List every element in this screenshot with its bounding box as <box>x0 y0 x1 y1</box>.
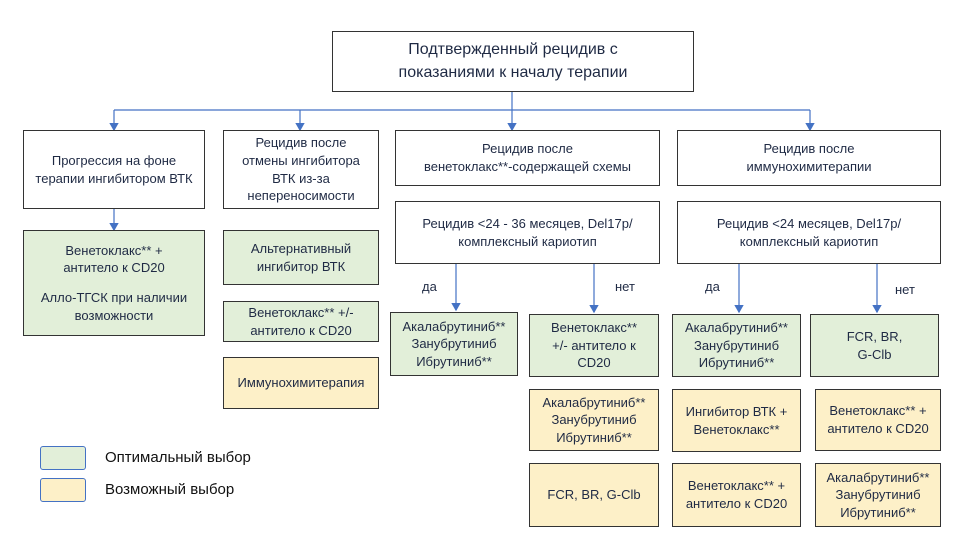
option-ven-yes-line-1: Акалабрутиниб** <box>402 318 506 334</box>
option-imm-yes1-line-2: Занубрутиниб <box>693 337 780 353</box>
legend-swatch-optimal <box>40 446 86 470</box>
option-int2-line-1: Венетоклакс** +/- <box>248 304 354 320</box>
option-ven-no1-line-3: CD20 <box>577 355 611 371</box>
root-line-1: Подтвержденный рецидив с <box>408 41 618 59</box>
option-venetoclax-yes-btk: Акалабрутиниб** Занубрутиниб Ибрутиниб** <box>390 312 518 376</box>
branch-progression-line-1: Прогрессия на фоне <box>51 152 177 168</box>
option-ven-no2-line-2: Занубрутиниб <box>551 412 637 428</box>
branch-progression: Прогрессия на фоне терапии ингибитором В… <box>23 130 205 209</box>
label-immunochemo-yes: да <box>705 279 720 294</box>
option-ven-yes-line-3: Ибрутиниб** <box>416 353 492 369</box>
option-int1-line-2: ингибитор ВТК <box>256 258 346 274</box>
option-imm-no3-line-1: Акалабрутиниб** <box>826 469 930 485</box>
criteria-venetoclax: Рецидив <24 - 36 месяцев, Del17p/ компле… <box>395 201 660 264</box>
criteria-immunochemo: Рецидив <24 месяцев, Del17p/ комплексный… <box>677 201 941 264</box>
option-intolerance-alt-btk: Альтернативный ингибитор ВТК <box>223 230 379 285</box>
option-imm-yes3-line-1: Венетоклакс** + <box>687 478 786 494</box>
option-venetoclax-no-btk: Акалабрутиниб** Занубрутиниб Ибрутиниб** <box>529 389 659 451</box>
criteria-venetoclax-line-2: комплексный кариотип <box>458 233 597 249</box>
branch-immunochemo-line-1: Рецидив после <box>763 141 855 157</box>
option-immunochemo-no-btk: Акалабрутиниб** Занубрутиниб Ибрутиниб** <box>815 463 941 527</box>
option-imm-no3-line-2: Занубрутиниб <box>835 487 921 503</box>
root-node: Подтвержденный рецидив с показаниями к н… <box>332 31 694 92</box>
option-imm-yes1-line-3: Ибрутиниб** <box>698 355 775 371</box>
option-imm-yes1-line-1: Акалабрутиниб** <box>685 320 788 336</box>
option-imm-yes2-line-1: Ингибитор ВТК + <box>685 403 788 419</box>
legend-label-optimal: Оптимальный выбор <box>105 449 251 466</box>
branch-immunochemo-line-2: иммунохимитерапии <box>746 159 872 174</box>
option-ven-no2-line-1: Акалабрутиниб** <box>542 394 646 410</box>
option-immunochemo-yes-btk-venetoclax: Ингибитор ВТК + Венетоклакс** <box>672 389 801 452</box>
branch-venetoclax-line-2: венетоклакс**-содержащей схемы <box>423 159 632 174</box>
branch-intolerance: Рецидив после отмены ингибитора ВТК из-з… <box>223 130 379 209</box>
option-imm-no2-line-1: Венетоклакс** + <box>829 403 927 419</box>
option-ven-no1-line-2: +/- антитело к <box>552 337 636 353</box>
branch-progression-line-2: терапии ингибитором ВТК <box>35 170 193 186</box>
option-imm-yes2-line-2: Венетоклакс** <box>693 421 780 437</box>
option-progression-line-2: антитело к CD20 <box>63 260 165 276</box>
branch-venetoclax-line-1: Рецидив после <box>482 141 573 157</box>
label-immunochemo-no: нет <box>895 282 915 297</box>
option-int1-line-1: Альтернативный <box>250 240 352 256</box>
branch-intolerance-line-2: отмены ингибитора <box>242 152 360 168</box>
criteria-immunochemo-line-1: Рецидив <24 месяцев, Del17p/ <box>716 215 902 231</box>
branch-immunochemo: Рецидив после иммунохимитерапии <box>677 130 941 186</box>
option-ven-no1-line-1: Венетоклакс** <box>550 320 638 336</box>
option-immunochemo-yes-btk: Акалабрутиниб** Занубрутиниб Ибрутиниб** <box>672 314 801 377</box>
option-intolerance-venetoclax: Венетоклакс** +/- антитело к CD20 <box>223 301 379 342</box>
option-immunochemo-no-fcr: FCR, BR, G-Clb <box>810 314 939 377</box>
option-venetoclax-no-fcr: FCR, BR, G-Clb <box>529 463 659 527</box>
root-line-2: показаниями к началу терапии <box>398 63 628 81</box>
option-progression-line-1: Венетоклакс** + <box>65 242 163 258</box>
option-imm-no1-line-2: G-Clb <box>857 346 892 362</box>
label-venetoclax-no: нет <box>615 279 635 294</box>
label-venetoclax-yes: да <box>422 279 437 294</box>
option-progression-line-3: Алло-ТГСК при наличии <box>40 290 188 305</box>
option-imm-no3-line-3: Ибрутиниб** <box>840 504 916 520</box>
legend-label-possible: Возможный выбор <box>105 481 235 498</box>
option-intolerance-immunochemo: Иммунохимитерапия <box>223 357 379 409</box>
option-venetoclax-no-venetoclax: Венетоклакс** +/- антитело к CD20 <box>529 314 659 377</box>
option-immunochemo-no-venetoclax: Венетоклакс** + антитело к CD20 <box>815 389 941 451</box>
criteria-venetoclax-line-1: Рецидив <24 - 36 месяцев, Del17p/ <box>422 215 633 231</box>
option-imm-no2-line-2: антитело к CD20 <box>827 421 929 436</box>
option-int2-line-2: антитело к CD20 <box>250 322 352 338</box>
branch-intolerance-line-4: непереносимости <box>247 188 355 204</box>
branch-venetoclax: Рецидив после венетоклакс**-содержащей с… <box>395 130 660 186</box>
branch-intolerance-line-1: Рецидив после <box>255 135 347 151</box>
option-int3-line-1: Иммунохимитерапия <box>237 375 365 391</box>
option-ven-yes-line-2: Занубрутиниб <box>411 336 497 352</box>
option-progression-venetoclax: Венетоклакс** + антитело к CD20 Алло-ТГС… <box>23 230 205 336</box>
option-immunochemo-yes-venetoclax: Венетоклакс** + антитело к CD20 <box>672 463 801 527</box>
criteria-immunochemo-line-2: комплексный кариотип <box>739 233 879 249</box>
option-imm-yes3-line-2: антитело к CD20 <box>685 496 788 511</box>
option-imm-no1-line-1: FCR, BR, <box>846 328 903 344</box>
option-ven-no2-line-3: Ибрутиниб** <box>556 429 632 445</box>
option-ven-no3-line-1: FCR, BR, G-Clb <box>547 487 641 503</box>
branch-intolerance-line-3: ВТК из-за <box>272 170 330 186</box>
legend-swatch-possible <box>40 478 86 502</box>
option-progression-line-4: возможности <box>74 307 154 323</box>
